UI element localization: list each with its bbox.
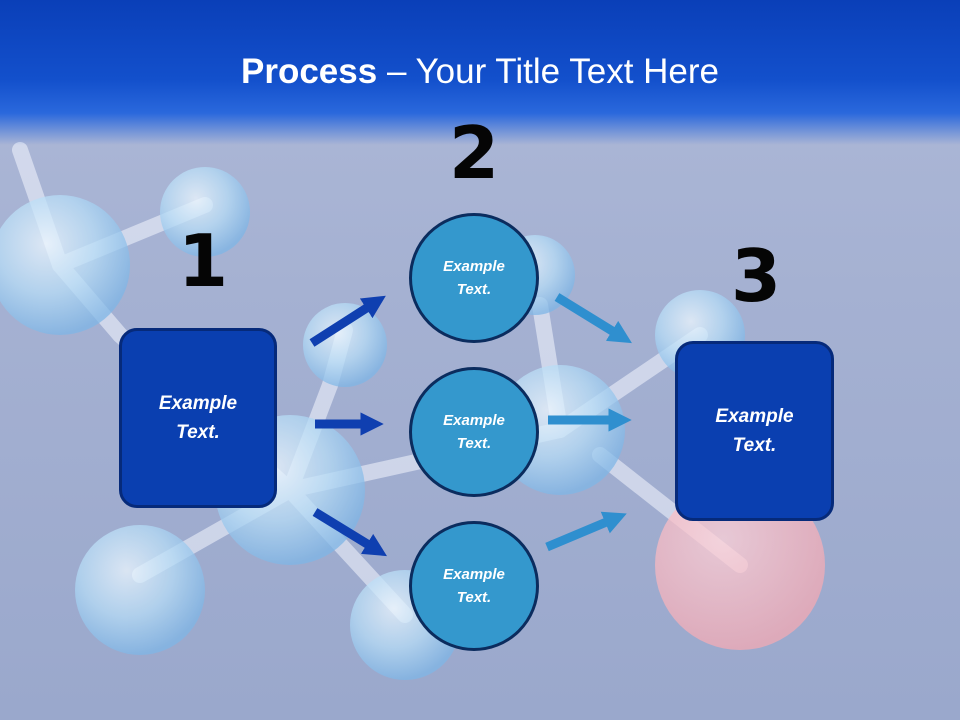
step-2-number: 2 <box>449 111 500 195</box>
step-2-circle-2: Example Text. <box>409 367 539 497</box>
title-bold: Process <box>241 52 378 91</box>
arrow-1-to-2a <box>309 295 386 347</box>
step-1-box: Example Text. <box>119 328 277 508</box>
step-3-box: Example Text. <box>675 341 834 521</box>
step-2-circle-1: Example Text. <box>409 213 539 343</box>
step-2-circle-1-text: Example Text. <box>443 258 505 298</box>
step-3-number: 3 <box>731 234 782 318</box>
step-1-text: Example Text. <box>158 393 238 443</box>
step-1-number: 1 <box>178 219 229 303</box>
slide-title: Process – Your Title Text Here <box>0 52 960 92</box>
header-band <box>0 0 960 145</box>
step-3-text: Example Text. <box>715 406 794 456</box>
step-2-circle-3-text: Example Text. <box>443 566 505 606</box>
arrow-1-to-2c <box>312 508 387 557</box>
step-2-circle-2-text: Example Text. <box>443 412 505 452</box>
arrow-2c-to-3 <box>545 511 627 552</box>
arrow-2a-to-3 <box>554 293 632 344</box>
step-2-circle-3: Example Text. <box>409 521 539 651</box>
title-rest: – Your Title Text Here <box>377 52 719 91</box>
